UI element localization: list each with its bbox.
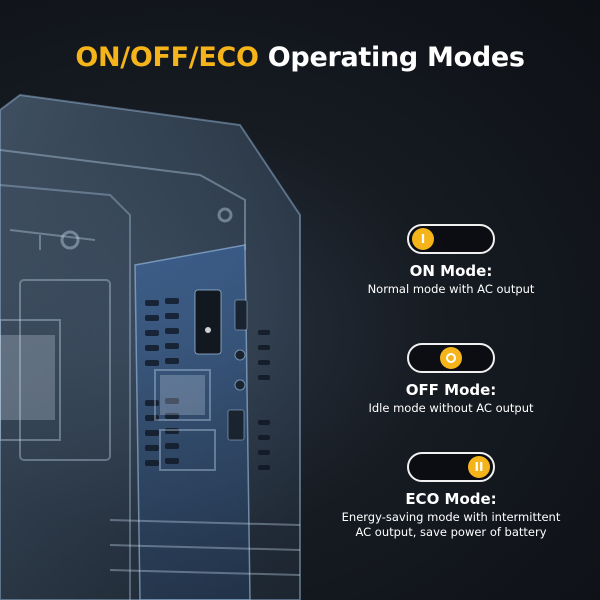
title-rest: Operating Modes <box>267 42 525 73</box>
on-mode-toggle: I <box>407 224 495 254</box>
eco-mode-description: Energy-saving mode with intermittent AC … <box>320 510 582 540</box>
title-accent: ON/OFF/ECO <box>75 42 259 73</box>
off-ring-icon <box>446 353 456 363</box>
eco-knob-icon: II <box>468 456 490 478</box>
off-mode-title: OFF Mode: <box>405 381 497 399</box>
eco-mode-block: II ECO Mode: Energy-saving mode with int… <box>320 452 582 540</box>
on-mode-description: Normal mode with AC output <box>367 282 535 296</box>
off-mode-toggle <box>407 343 495 373</box>
on-mode-title: ON Mode: <box>409 262 493 280</box>
on-mode-block: I ON Mode: Normal mode with AC output <box>320 224 582 297</box>
page-title: ON/OFF/ECO Operating Modes <box>0 42 600 73</box>
off-knob-icon <box>440 347 462 369</box>
eco-desc-line-1: Energy-saving mode with intermittent <box>341 510 561 524</box>
power-station-illustration <box>0 93 301 600</box>
eco-mode-toggle: II <box>407 452 495 482</box>
eco-mode-title: ECO Mode: <box>405 490 497 508</box>
eco-desc-line-2: AC output, save power of battery <box>355 525 547 539</box>
off-mode-block: OFF Mode: Idle mode without AC output <box>320 343 582 416</box>
on-knob-icon: I <box>412 228 434 250</box>
off-mode-description: Idle mode without AC output <box>368 401 534 415</box>
